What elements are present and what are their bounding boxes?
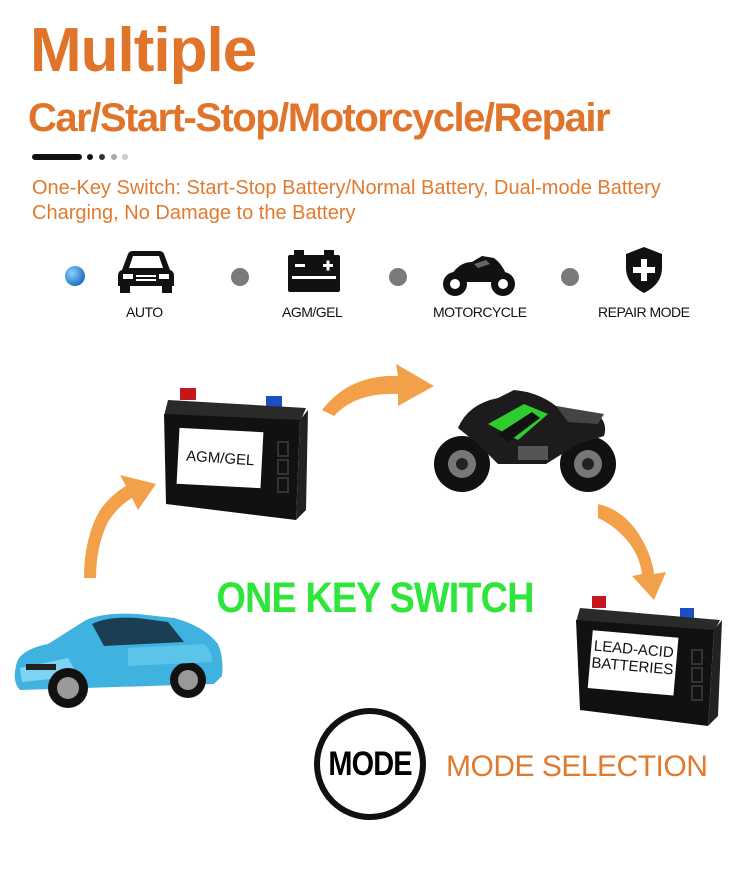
motorcycle-icon bbox=[443, 256, 515, 296]
mode-button[interactable]: MODE bbox=[314, 708, 426, 820]
page-title: Multiple bbox=[30, 16, 257, 85]
mode-label-agm: AGM/GEL bbox=[282, 304, 343, 320]
mode-label-auto: AUTO bbox=[126, 304, 163, 320]
decorative-dots bbox=[32, 154, 128, 160]
feature-description: One-Key Switch: Start-Stop Battery/Norma… bbox=[32, 177, 661, 224]
blue-car-image bbox=[14, 613, 223, 708]
mode-label-motorcycle: MOTORCYCLE bbox=[433, 304, 527, 320]
cycle-arrows bbox=[84, 364, 666, 600]
mode-row: AUTO AGM/GEL MOTORCYCLE REPAIR MODE bbox=[0, 240, 750, 330]
battery-label-lead-acid: LEAD-ACID BATTERIES bbox=[591, 638, 676, 678]
sport-motorcycle-image bbox=[434, 390, 616, 492]
car-icon bbox=[118, 251, 174, 293]
page-subtitle-categories: Car/Start-Stop/Motorcycle/Repair bbox=[28, 96, 611, 140]
shield-plus-icon bbox=[626, 247, 662, 293]
mode-dot-auto[interactable] bbox=[64, 265, 86, 287]
one-key-switch-text: ONE KEY SWITCH bbox=[216, 574, 534, 622]
mode-label-repair: REPAIR MODE bbox=[598, 304, 690, 320]
mode-selection-text: MODE SELECTION bbox=[446, 750, 708, 783]
lead-acid-battery-image bbox=[576, 596, 722, 726]
mode-dot-agm[interactable] bbox=[230, 267, 250, 287]
battery-icon bbox=[288, 250, 340, 292]
mode-dot-motorcycle[interactable] bbox=[388, 267, 408, 287]
mode-button-label: MODE bbox=[328, 744, 412, 783]
mode-dot-repair[interactable] bbox=[560, 267, 580, 287]
agm-gel-battery-image bbox=[164, 388, 308, 520]
